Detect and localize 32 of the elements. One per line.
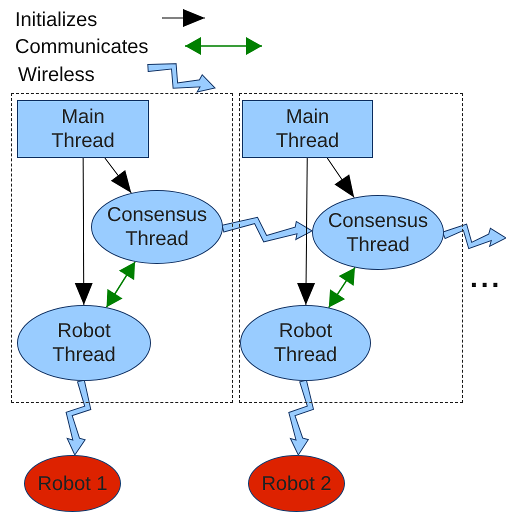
wireless-arrow	[442, 223, 506, 250]
node-label: Consensus Thread	[326, 208, 430, 256]
arrow	[106, 262, 136, 308]
thread-ellipse	[17, 305, 151, 381]
node-label: Main Thread	[50, 105, 116, 153]
process-box	[242, 100, 373, 158]
node-label: Robot 1	[37, 472, 108, 496]
legend-label: Communicates	[15, 36, 148, 58]
arrow	[104, 158, 132, 194]
arrow	[328, 267, 356, 308]
node-label: Robot Thread	[272, 319, 338, 367]
continuation-ellipsis: ...	[470, 262, 502, 294]
node-label: Main Thread	[274, 105, 340, 153]
node-label: Consensus Thread	[106, 203, 208, 251]
thread-ellipse	[312, 195, 444, 270]
arrow	[297, 158, 316, 306]
thread-ellipse	[91, 190, 223, 264]
node-label: Robot Thread	[51, 319, 117, 367]
legend-label: Initializes	[15, 9, 98, 31]
legend-label: Wireless	[18, 64, 95, 86]
arrow	[74, 158, 93, 306]
thread-ellipse	[24, 455, 121, 512]
thread-ellipse	[240, 305, 371, 381]
process-box	[17, 100, 149, 158]
arrow	[326, 158, 355, 198]
wireless-arrow	[288, 379, 314, 456]
thread-group-frame	[11, 93, 233, 403]
wireless-arrow	[66, 380, 92, 456]
thread-group-frame	[239, 93, 463, 403]
node-label: Robot 2	[261, 472, 332, 496]
thread-ellipse	[248, 455, 345, 512]
wireless-arrow	[222, 216, 314, 242]
